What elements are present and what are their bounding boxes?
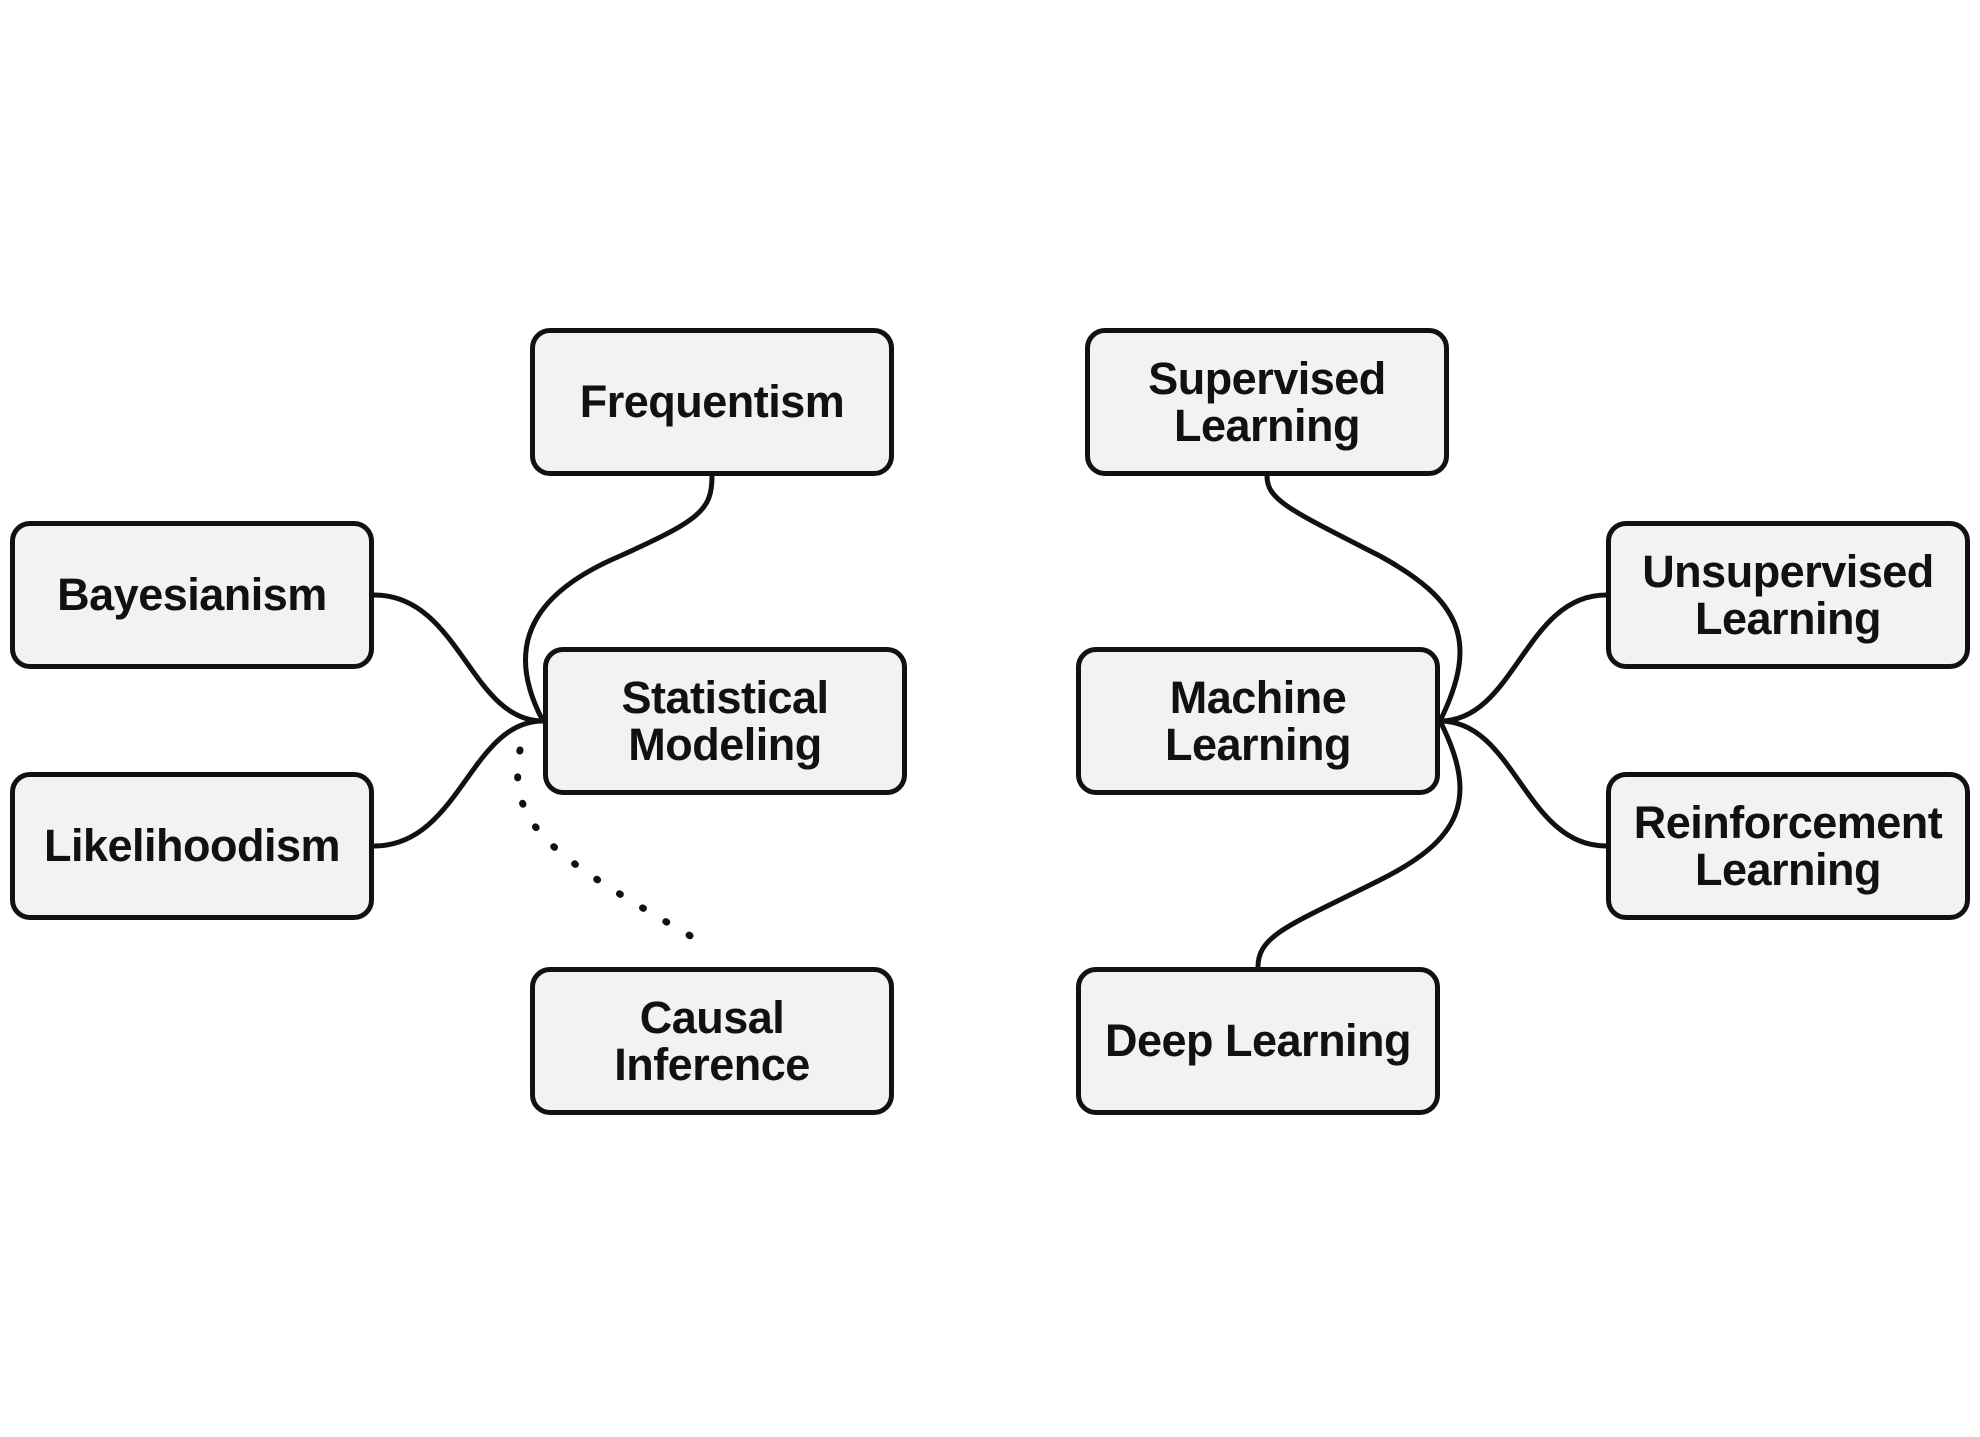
edge-machine-unsupervised [1437,592,1609,724]
node-bayesianism: Bayesianism [10,521,374,669]
node-supervised-learning: Supervised Learning [1085,328,1449,476]
node-reinforcement-learning: Reinforcement Learning [1606,772,1970,920]
node-causal-inference: Causal Inference [530,967,894,1115]
node-statistical-modeling: Statistical Modeling [543,647,907,795]
node-deep-learning: Deep Learning [1076,967,1440,1115]
edge-statistical-bayesianism [371,592,546,724]
edge-machine-deep [1255,718,1463,970]
edge-machine-supervised [1264,473,1463,724]
edge-statistical-causal [514,746,710,949]
node-frequentism: Frequentism [530,328,894,476]
edge-statistical-likelihoodism [371,718,546,849]
edge-statistical-frequentism [523,473,715,724]
edge-machine-reinforcement [1437,718,1609,849]
node-machine-learning: Machine Learning [1076,647,1440,795]
node-unsupervised-learning: Unsupervised Learning [1606,521,1970,669]
node-likelihoodism: Likelihoodism [10,772,374,920]
